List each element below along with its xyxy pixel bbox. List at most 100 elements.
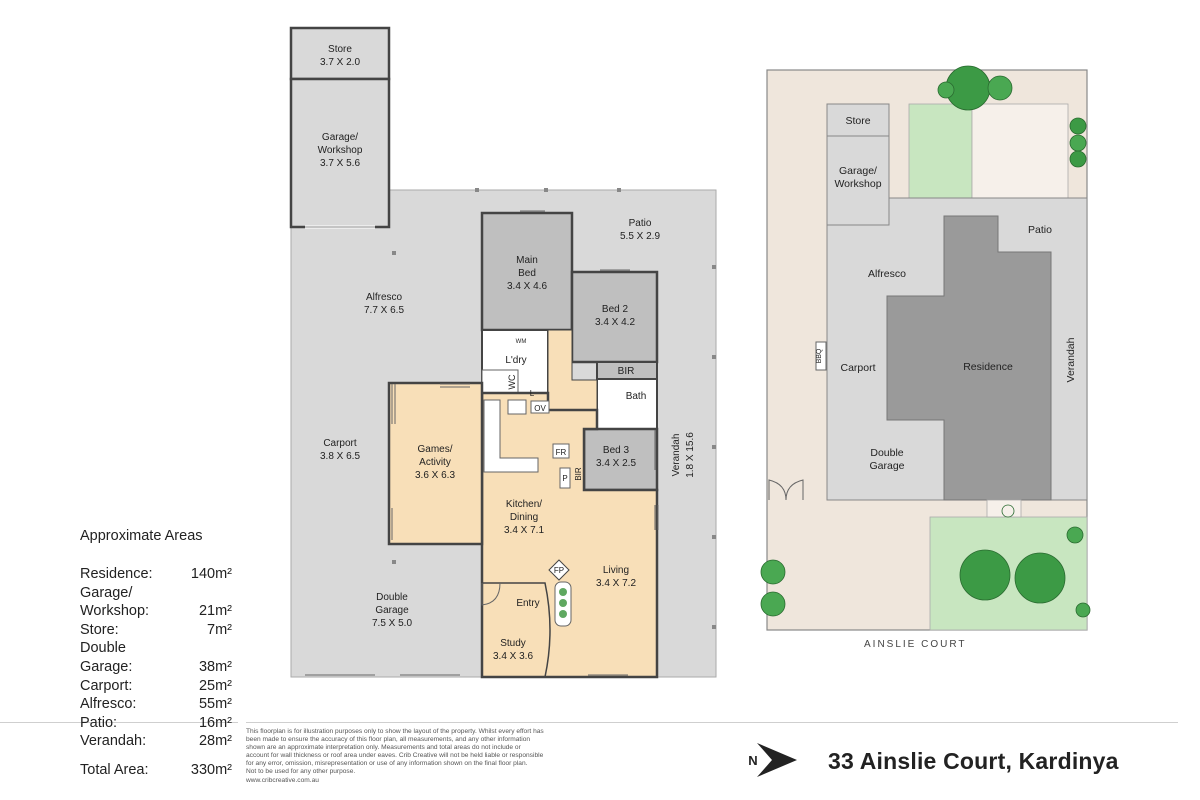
- patio-size: 5.5 X 2.9: [620, 231, 660, 242]
- main-bed-size: 3.4 X 4.6: [507, 281, 547, 292]
- entry-door: [481, 582, 501, 606]
- games-size: 3.6 X 6.3: [415, 470, 455, 481]
- bed2-label: Bed 2: [602, 304, 629, 315]
- bir2-label: BIR: [574, 467, 583, 481]
- fr-label: FR: [556, 448, 567, 457]
- study-label: Study: [500, 638, 526, 649]
- alfresco-label: Alfresco: [366, 292, 403, 303]
- site-bbq-label: BBQ: [816, 348, 823, 363]
- area-row-label: Garage/ Workshop:: [80, 584, 150, 620]
- wm-label: WM: [516, 339, 527, 345]
- area-row-value: 38m²: [198, 658, 232, 675]
- alfresco-size: 7.7 X 6.5: [364, 305, 404, 316]
- disclaimer-line: shown are an approximate interpretation …: [246, 744, 521, 752]
- property-address: 33 Ainslie Court, Kardinya: [828, 748, 1119, 774]
- main-bed-label-1: Main: [516, 255, 538, 266]
- disclaimer-line: www.cribcreative.com.au: [246, 776, 319, 784]
- kitchen-size: 3.4 X 7.1: [504, 525, 544, 536]
- area-row-label: Verandah:: [80, 733, 147, 750]
- bath-label: Bath: [626, 391, 647, 402]
- area-row-label: Double Garage:: [80, 640, 133, 675]
- games-label-2: Activity: [419, 457, 451, 468]
- kitchen-label-2: Dining: [510, 512, 538, 523]
- double-garage-label-1: Double: [376, 592, 408, 603]
- area-row: Double Garage: 38m²: [80, 639, 232, 676]
- fp-label: FP: [554, 566, 564, 575]
- store-size: 3.7 X 2.0: [320, 57, 360, 68]
- carport-size: 3.8 X 6.5: [320, 451, 360, 462]
- study-wall: [482, 582, 551, 678]
- study-size: 3.4 X 3.6: [493, 651, 533, 662]
- north-compass-icon: N: [748, 743, 797, 777]
- total-area-label: Total Area:: [80, 761, 149, 778]
- garage-workshop-label-2: Workshop: [318, 145, 363, 156]
- area-row-label: Carport:: [80, 677, 133, 694]
- site-garage-label-2: Workshop: [834, 178, 881, 190]
- bed3-label: Bed 3: [603, 445, 630, 456]
- disclaimer-line: This floorplan is for illustration purpo…: [246, 728, 544, 735]
- area-row: Carport: 25m²: [80, 677, 232, 696]
- garage-workshop-label-1: Garage/: [322, 132, 358, 143]
- verandah-label: Verandah: [671, 434, 682, 477]
- store-label: Store: [328, 44, 352, 55]
- separator-footer: [246, 722, 1178, 723]
- area-row-value: 28m²: [198, 733, 232, 750]
- disclaimer-line: been made to ensure the accuracy of this…: [246, 736, 531, 744]
- patio-label: Patio: [629, 218, 652, 229]
- site-verandah-label: Verandah: [1065, 337, 1077, 382]
- bed2-room: [570, 270, 659, 364]
- total-area-value: 330m²: [190, 761, 232, 778]
- site-sand-top: [971, 103, 1069, 201]
- area-row-value: 21m²: [198, 603, 232, 620]
- area-row: Patio: 16m²: [80, 714, 232, 733]
- bath-room: [596, 378, 658, 430]
- pantry-label: P: [562, 474, 567, 483]
- garage-workshop-size: 3.7 X 5.6: [320, 158, 360, 169]
- games-activity-room: [387, 381, 484, 546]
- disclaimer-line: Not to be used for any other purpose.: [246, 768, 356, 776]
- area-row-value: 16m²: [198, 714, 232, 731]
- ov-label: OV: [534, 404, 546, 413]
- area-row-label: Patio:: [80, 714, 118, 731]
- site-garage-label-1: Garage/: [839, 165, 877, 177]
- kitchen-label-1: Kitchen/: [506, 499, 542, 510]
- site-garage: [826, 135, 890, 226]
- area-heading: Approximate Areas: [80, 528, 203, 544]
- living-size: 3.4 X 7.2: [596, 578, 636, 589]
- disclaimer-line: account for wall thickness or roof area …: [246, 752, 544, 760]
- store-room: [289, 26, 391, 81]
- disclaimer-line: for any error, omission, misrepresentati…: [246, 760, 528, 768]
- compass-letter: N: [748, 753, 757, 768]
- area-row-label: Alfresco:: [80, 696, 137, 713]
- l-label: L: [530, 389, 535, 398]
- site-patio-label: Patio: [1028, 224, 1052, 236]
- area-row-value: 55m²: [198, 696, 232, 713]
- living-label: Living: [603, 565, 629, 576]
- wc-label: WC: [507, 374, 517, 389]
- site-store: [826, 103, 890, 137]
- street-name: AINSLIE COURT: [864, 639, 967, 650]
- area-row: Residence:140m²: [80, 565, 232, 584]
- area-row-label: Store:: [80, 621, 119, 638]
- site-lawn-top: [908, 103, 973, 201]
- area-row: Garage/ Workshop: 21m²: [80, 584, 232, 621]
- area-row: Verandah: 28m²: [80, 732, 232, 751]
- disclaimer: This floorplan is for illustration purpo…: [246, 728, 626, 785]
- area-row-value: 140m²: [190, 566, 232, 582]
- trees: [760, 65, 1091, 618]
- games-label-1: Games/: [417, 444, 452, 455]
- posts: [392, 188, 716, 629]
- site-double-label-1: Double: [870, 447, 903, 459]
- bed2-size: 3.4 X 4.2: [595, 317, 635, 328]
- area-row-value: 25m²: [198, 677, 232, 694]
- double-garage-size: 7.5 X 5.0: [372, 618, 412, 629]
- area-row: Alfresco: 55m²: [80, 695, 232, 714]
- fireplace: [548, 559, 570, 581]
- total-area-row: Total Area: 330m²: [80, 761, 232, 780]
- separator-left: [0, 722, 238, 723]
- site-residence-label: Residence: [963, 361, 1013, 373]
- verandah-size: 1.8 X 15.6: [685, 432, 696, 478]
- bed3-size: 3.4 X 2.5: [596, 458, 636, 469]
- carport-label: Carport: [323, 438, 357, 449]
